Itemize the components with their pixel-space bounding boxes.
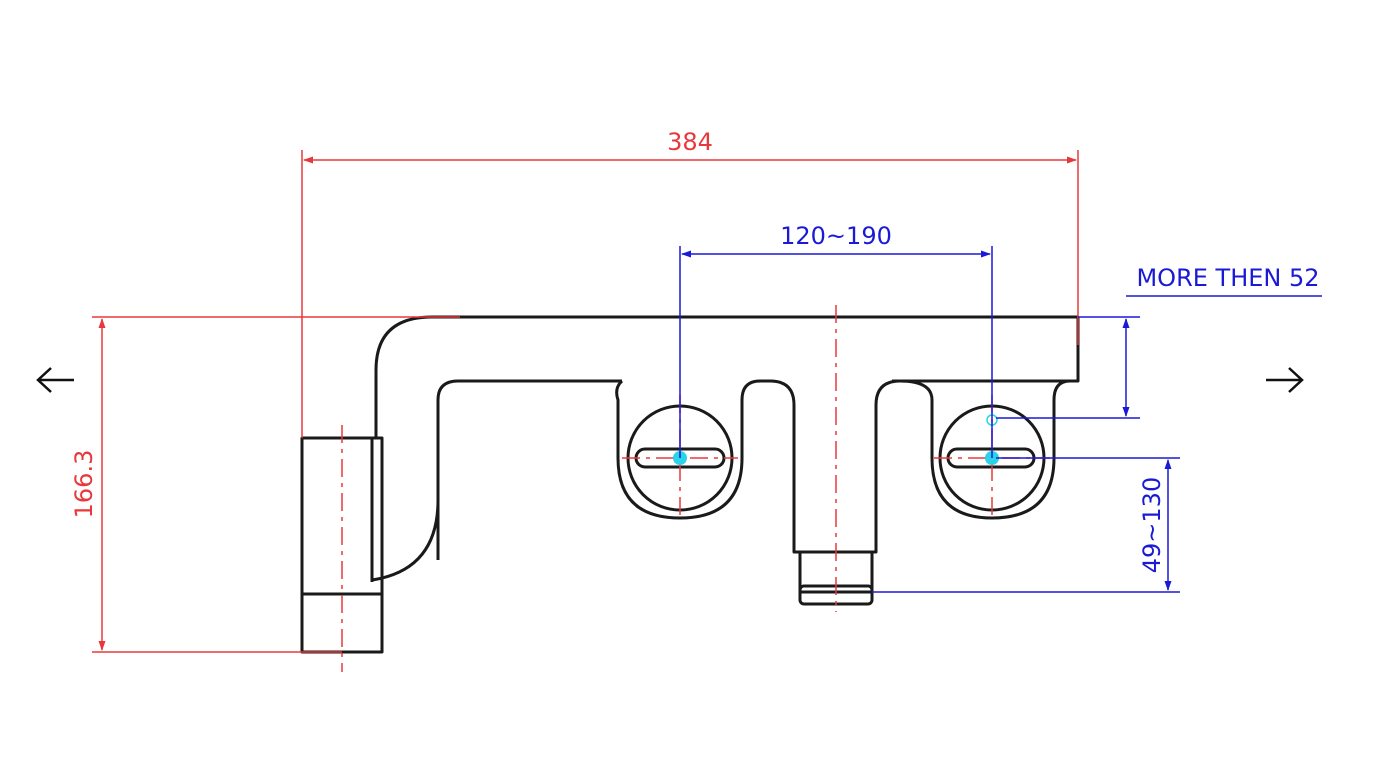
next-image-button[interactable] <box>1260 356 1308 404</box>
dimension-overall-height <box>92 316 460 653</box>
dimension-label-outlet-offset: 49~130 <box>1138 477 1166 573</box>
dimension-label-width: 384 <box>667 128 713 156</box>
dimension-center-distance <box>679 246 993 458</box>
arrow-right-icon <box>1266 367 1304 393</box>
arrow-left-icon <box>36 367 74 393</box>
dimension-label-wall-thickness: MORE THEN 52 <box>1136 264 1319 292</box>
dimension-overall-width <box>301 150 1079 438</box>
dimension-outlet-offset <box>872 457 1180 593</box>
previous-image-button[interactable] <box>32 356 80 404</box>
dimension-label-center-distance: 120~190 <box>780 222 892 250</box>
center-lines <box>341 305 1050 672</box>
dimension-label-height: 166.3 <box>70 450 98 519</box>
faucet-outline <box>300 315 1080 654</box>
dimension-wall-thickness <box>996 295 1322 419</box>
